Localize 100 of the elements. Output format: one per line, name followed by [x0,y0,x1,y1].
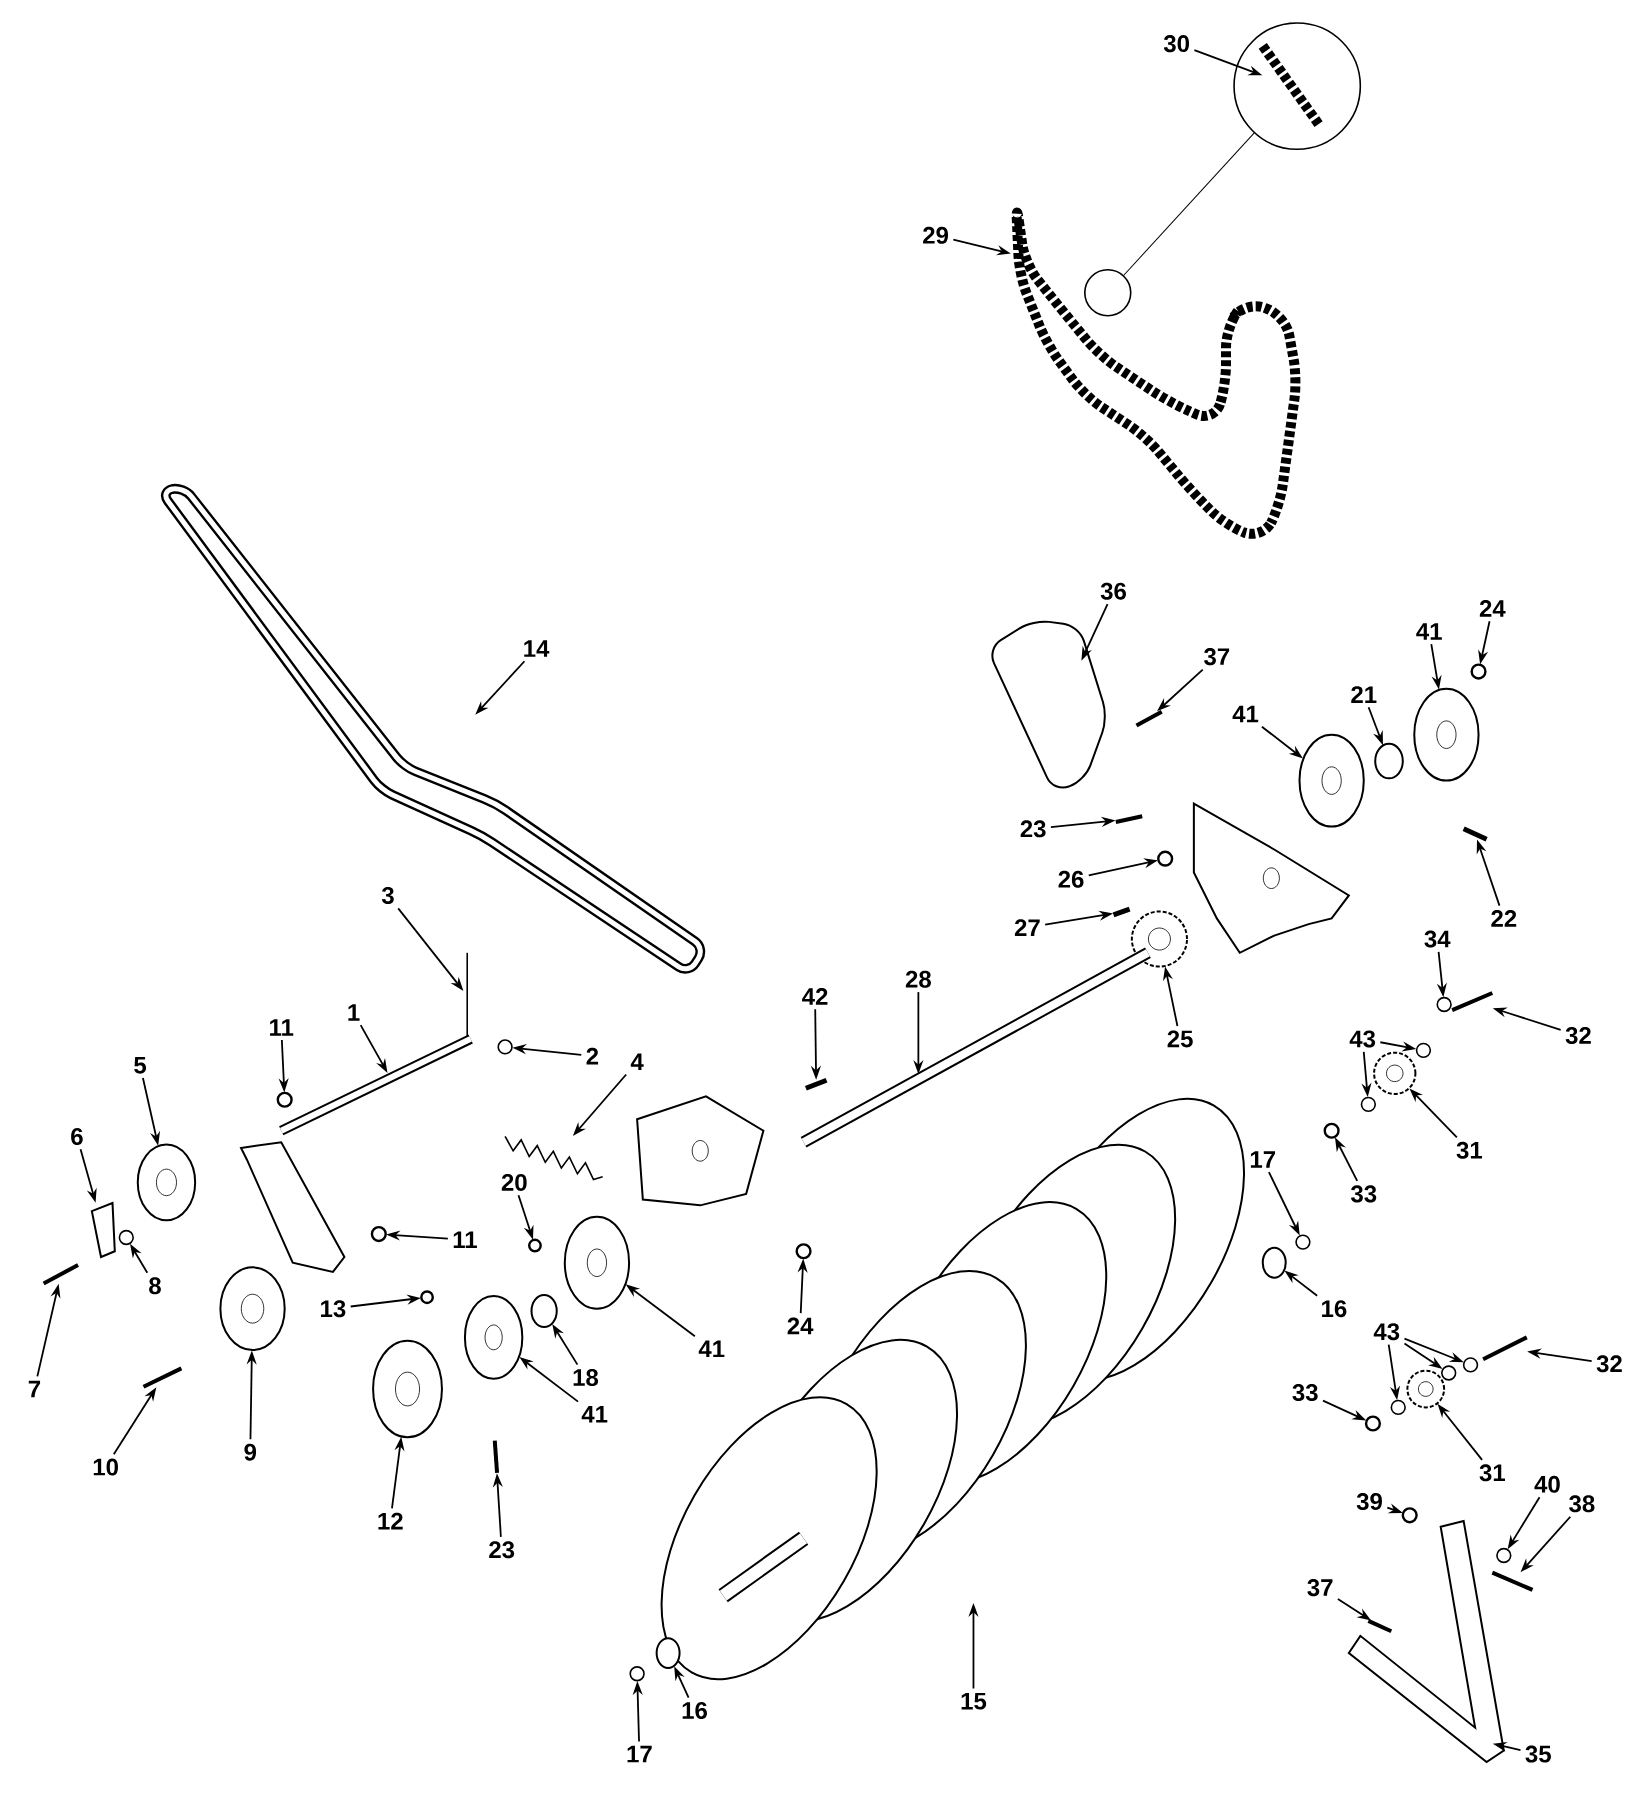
callout-number: 5 [134,1056,147,1074]
callout-number: 1 [348,1004,360,1021]
nut [1157,850,1174,867]
callout-number: 11 [453,1231,477,1249]
callout-number: 12 [378,1512,403,1530]
callout-number: 41 [1416,623,1442,640]
callout-number: 25 [1167,1030,1193,1048]
pulley [136,1143,197,1222]
bolt [1482,1335,1528,1361]
washer [1496,1547,1512,1564]
flange-bearing [563,1215,631,1310]
callout-number: 21 [1351,686,1377,703]
nut [1470,663,1487,680]
callout-number: 27 [1014,919,1040,936]
callout-number: 41 [581,1406,608,1423]
callout-number: 7 [28,1380,41,1398]
bolt [42,1263,79,1286]
callout-number: 34 [1424,930,1451,948]
belt-guard [991,620,1106,789]
callout-number: 20 [501,1173,527,1191]
bearing-plate [636,1095,765,1207]
callout-number: 32 [1565,1026,1591,1044]
roller-chain [1011,207,1301,539]
flange-bearing [1298,733,1365,828]
bearing-collar [1261,1246,1287,1279]
callout-number: 16 [682,1701,707,1719]
callout-number: 11 [270,1019,294,1036]
bolt [1491,1570,1534,1592]
nut [1401,1507,1418,1524]
callout-number: 37 [1307,1579,1333,1597]
callout-number: 15 [961,1692,987,1710]
sprocket [1406,1369,1446,1409]
nut [1364,1415,1382,1432]
callout-number: 4 [630,1053,644,1071]
bolt [492,1440,500,1473]
washer [1390,1399,1406,1416]
bolt [1367,1619,1393,1634]
callout-number: 26 [1058,870,1084,888]
auger [660,1097,1245,1681]
washer [1436,996,1452,1013]
detail-circle [1233,22,1362,151]
callout-number: 14 [524,640,550,657]
callout-number: 43 [1373,1323,1400,1341]
callout-number: 10 [93,1458,118,1476]
flange-bearing [463,1295,524,1380]
bolt [1451,991,1494,1013]
strap [1347,1519,1505,1764]
callout-number: 31 [1479,1464,1505,1482]
washer [118,1229,134,1246]
callout-number: 24 [1479,600,1506,617]
pin [1112,906,1131,918]
callout-number: 40 [1534,1475,1560,1493]
washer [629,1666,645,1682]
callout-number: 17 [1250,1151,1276,1168]
washer [1360,1096,1377,1112]
callout-number: 22 [1491,910,1517,927]
callout-number: 2 [586,1047,599,1065]
callout-number: 41 [1232,705,1259,723]
callout-number: 33 [1351,1185,1377,1203]
detail-line [1123,132,1255,276]
callout-number: 17 [627,1745,652,1763]
sprocket [1373,1051,1417,1095]
detail-circle [1084,268,1132,317]
callout-number: 23 [489,1541,515,1559]
washer [1415,1042,1432,1059]
callout-number: 3 [381,886,394,904]
callout-number: 36 [1100,582,1126,600]
callout-number: 8 [149,1277,161,1295]
washer [497,1039,513,1055]
callout-number: 13 [321,1300,346,1318]
callout-number: 18 [573,1369,599,1386]
callout-number: 32 [1596,1355,1622,1373]
bolt [1135,709,1163,728]
callout-number: 33 [1292,1383,1318,1401]
bolt [142,1366,183,1389]
pulley [372,1339,443,1439]
pivot-rod [279,1034,473,1136]
nut [528,1238,542,1253]
nut [420,1290,434,1305]
flange-bearing [1413,687,1480,782]
shaft [800,947,1151,1148]
pin [1462,826,1488,842]
pulley [219,1266,286,1351]
washer [1441,1365,1457,1381]
bearing-collar [655,1637,681,1669]
bearing-collar [530,1293,558,1329]
callout-number: 16 [1322,1300,1347,1318]
bearing-collar [1374,742,1404,780]
callout-number: 35 [1525,1745,1551,1763]
sprocket [1130,910,1188,968]
washer [1462,1357,1479,1373]
roller-chain [1258,43,1325,130]
callout-number: 6 [71,1128,83,1145]
callout-number: 9 [244,1443,257,1461]
bolt [1115,814,1143,824]
nut [370,1225,387,1243]
callout-number: 37 [1204,648,1230,666]
callout-number: 39 [1356,1493,1382,1511]
callout-number: 31 [1456,1141,1483,1159]
nut [1323,1122,1340,1139]
